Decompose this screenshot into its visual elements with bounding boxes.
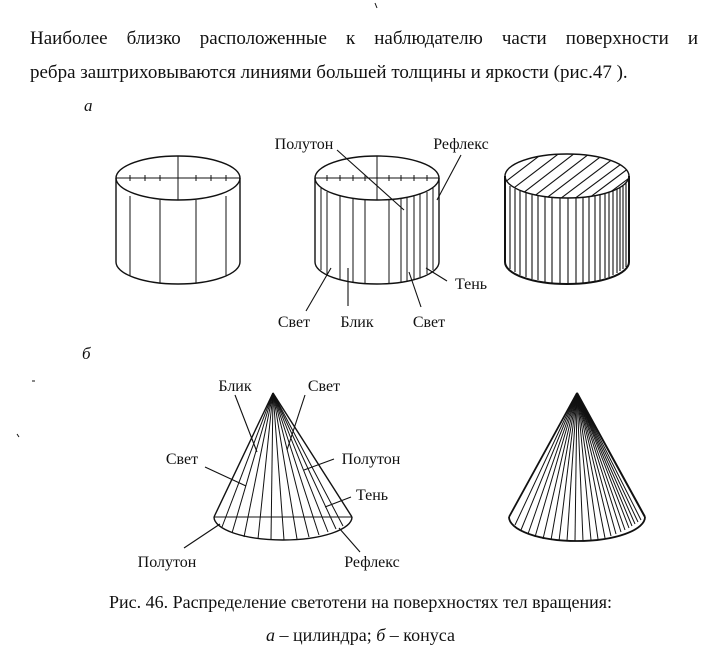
cylinder-hatched-drawing	[504, 153, 630, 285]
body-paragraph: Наиболее близко расположенные к наблюдат…	[30, 22, 698, 90]
figure-caption-line-1: Рис. 46. Распределение светотени на пове…	[108, 592, 613, 612]
paragraph-line-2: ребра заштриховываются линиями большей т…	[30, 62, 628, 83]
caption-text-a: – цилиндра;	[275, 625, 377, 645]
cyl-label-poluton: Полутон	[275, 136, 334, 153]
figure-caption-line-2: а – цилиндра; б – конуса	[0, 625, 721, 646]
cone-label-poluton: Полутон	[342, 451, 401, 468]
cone-label-refleks: Рефлекс	[344, 554, 400, 571]
cone-label-svet-left: Свет	[166, 451, 198, 468]
cyl-label-svet-right: Свет	[413, 314, 445, 331]
cyl-label-refleks: Рефлекс	[433, 136, 489, 153]
cone-hatched-drawing	[508, 392, 646, 542]
cone-label-svet-top: Свет	[308, 378, 340, 395]
cyl-label-ten: Тень	[455, 276, 487, 293]
subfigure-label-a: а	[84, 96, 93, 115]
cylinder-outline-drawing	[115, 155, 241, 285]
cone-label-blik: Блик	[218, 378, 252, 395]
caption-text-b: – конуса	[385, 625, 455, 645]
cylinder-shaded-drawing	[305, 149, 462, 312]
cyl-label-svet-left: Свет	[278, 314, 310, 331]
caption-label-b: б	[376, 625, 386, 645]
scan-marks	[16, 2, 378, 438]
paragraph-line-1: Наиболее близко расположенные к наблюдат…	[30, 28, 698, 49]
cone-label-poluton-bottom: Полутон	[138, 554, 197, 571]
cone-label-ten: Тень	[356, 487, 388, 504]
caption-label-a: а	[266, 625, 276, 645]
subfigure-label-b: б	[82, 344, 91, 363]
cyl-label-blik: Блик	[340, 314, 374, 331]
cone-shaded-drawing	[183, 392, 361, 553]
